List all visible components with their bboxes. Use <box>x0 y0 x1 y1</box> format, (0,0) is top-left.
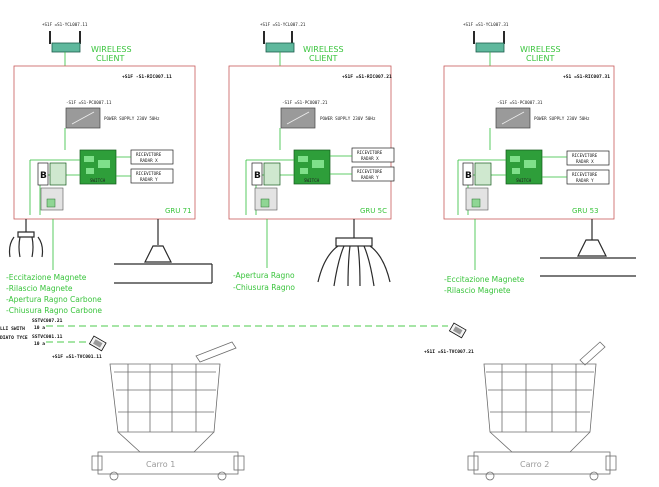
svg-text:RADAR X: RADAR X <box>361 156 379 161</box>
crane-panel-gru-53: +S1F =S1-YCL007.31 WIRELESS CLIENT +S1 =… <box>443 22 636 277</box>
power-supply-tag: -S1F =S1-PCU007.11 <box>66 100 112 105</box>
svg-text:RADAR X: RADAR X <box>576 159 594 164</box>
radar-x-receiver: RICEVITORE RADAR X <box>130 149 174 165</box>
svg-text:RICEVITORE: RICEVITORE <box>136 171 162 176</box>
svg-text:-Eccitazione Magnete: -Eccitazione Magnete <box>444 275 525 284</box>
magnet-lifter-icon <box>540 219 636 277</box>
signal-list-gru-53: -Eccitazione Magnete -Rilascio Magnete <box>444 275 525 295</box>
wireless-label-line2: CLIENT <box>96 54 124 63</box>
svg-text:B: B <box>40 171 47 181</box>
power-supply-tag: -S1F =S1-PCU007.21 <box>282 100 328 105</box>
power-supply-label: POWER SUPPLY 230V 50Hz <box>320 116 376 121</box>
plc-module-icon: B <box>462 162 492 211</box>
cart-1-name: Carro 1 <box>146 460 175 469</box>
svg-text:-Chiusura Ragno Carbone: -Chiusura Ragno Carbone <box>6 306 102 315</box>
power-supply-icon <box>280 107 316 129</box>
switch-label: SWITCH <box>516 178 532 183</box>
svg-text:RICEVITORE: RICEVITORE <box>136 152 162 157</box>
cart-1-hopper: Carro 1 <box>91 341 245 481</box>
radar-x-receiver: RICEVITORE RADAR X <box>566 150 610 166</box>
svg-text:RICEVITORE: RICEVITORE <box>357 150 383 155</box>
antenna-icon <box>49 31 81 53</box>
svg-text:-Apertura Ragno Carbone: -Apertura Ragno Carbone <box>6 295 102 304</box>
radar-y-receiver: RICEVITORE RADAR Y <box>566 169 610 185</box>
crane-rail-icon <box>114 219 213 284</box>
svg-text:-Chiusura Ragno: -Chiusura Ragno <box>233 283 295 292</box>
signal-list-gru-5c: -Apertura Ragno -Chiusura Ragno <box>233 271 295 292</box>
svg-text:B: B <box>254 171 261 181</box>
crane-name: GRU 53 <box>572 207 599 215</box>
svg-text:RICEVITORE: RICEVITORE <box>572 172 598 177</box>
svg-text:-Rilascio Magnete: -Rilascio Magnete <box>6 284 73 293</box>
wireless-label-line1: WIRELESS <box>520 45 561 54</box>
crane-panel-gru-71: +S1F =S1-YCL007.11 WIRELESS CLIENT +S1F … <box>8 22 213 284</box>
antenna-icon <box>263 31 295 53</box>
svg-text:RADAR Y: RADAR Y <box>576 178 594 183</box>
power-supply-label: POWER SUPPLY 230V 50Hz <box>104 116 160 121</box>
panel-enclosure <box>13 65 196 220</box>
switch-tag-1: SSTVC007.21 <box>32 318 63 324</box>
svg-text:-Eccitazione Magnete: -Eccitazione Magnete <box>6 273 87 282</box>
grab-bucket-icon <box>8 219 44 258</box>
panel-tag: +S1F =S1-RIC007.21 <box>342 74 392 80</box>
network-switch-icon <box>505 149 543 185</box>
panel-tag: +S1F -S1-RIC007.11 <box>122 74 172 80</box>
signal-list-gru-71: -Eccitazione Magnete -Rilascio Magnete -… <box>6 273 102 315</box>
plc-module-icon: B <box>251 162 281 211</box>
wireless-label-line2: CLIENT <box>526 54 554 63</box>
antenna-tag: +S1F =S1-YCL007.31 <box>463 22 509 27</box>
port-label-1: 10 a <box>34 325 45 331</box>
cart-1-radio-tag: +S1F =S1-TVC001.11 <box>52 354 102 360</box>
power-supply-icon <box>495 107 531 129</box>
panel-enclosure <box>228 65 392 220</box>
cart-2-radio-tag: +S1I =S1-TVC007.21 <box>424 349 474 355</box>
power-supply-tag: -S1F =S1-PCU007.31 <box>497 100 543 105</box>
svg-text:RADAR Y: RADAR Y <box>361 175 379 180</box>
network-switch-icon <box>79 149 117 185</box>
svg-text:B: B <box>465 171 472 181</box>
crane-name: GRU 5C <box>360 207 387 215</box>
svg-text:-Apertura Ragno: -Apertura Ragno <box>233 271 295 280</box>
left-label-2: DIATO TYCE <box>0 335 28 341</box>
port-label-2: 10 a <box>34 341 45 347</box>
cart-1-radio-icon <box>88 335 107 352</box>
cart-2-hopper: Carro 2 <box>467 341 617 481</box>
radar-y-receiver: RICEVITORE RADAR Y <box>351 166 395 182</box>
svg-text:-Rilascio Magnete: -Rilascio Magnete <box>444 286 511 295</box>
power-supply-icon <box>65 107 101 129</box>
crane-panel-gru-5c: +S1F =S1-YCL007.21 WIRELESS CLIENT +S1F … <box>228 22 395 287</box>
svg-text:RADAR Y: RADAR Y <box>140 177 158 182</box>
switch-label: SWITCH <box>304 178 320 183</box>
svg-text:RADAR X: RADAR X <box>140 158 158 163</box>
wireless-label-line1: WIRELESS <box>91 45 132 54</box>
network-switch-icon <box>293 149 331 185</box>
wireless-label-line2: CLIENT <box>309 54 337 63</box>
antenna-tag: +S1F =S1-YCL007.21 <box>260 22 306 27</box>
radar-x-receiver: RICEVITORE RADAR X <box>351 147 395 163</box>
antenna-icon <box>473 31 505 53</box>
spider-grab-icon <box>317 219 391 287</box>
switch-tag-2: SSTVC001.11 <box>32 334 63 340</box>
cart-2-name: Carro 2 <box>520 460 549 469</box>
power-supply-label: POWER SUPPLY 230V 50Hz <box>534 116 590 121</box>
wireless-label-line1: WIRELESS <box>303 45 344 54</box>
plc-module-icon: B <box>37 162 67 211</box>
panel-enclosure <box>443 65 615 220</box>
crane-name: GRU 71 <box>165 207 192 215</box>
panel-tag: +S1 =S1-RIC007.31 <box>563 74 610 80</box>
antenna-tag: +S1F =S1-YCL007.11 <box>42 22 88 27</box>
svg-text:RICEVITORE: RICEVITORE <box>357 169 383 174</box>
switch-label: SWITCH <box>90 178 106 183</box>
left-label-1: LLI SWITH <box>0 326 25 332</box>
cart-2-radio-icon <box>448 322 467 339</box>
left-switch-block: LLI SWITH DIATO TYCE SSTVC007.21 10 a SS… <box>0 318 63 347</box>
radar-y-receiver: RICEVITORE RADAR Y <box>130 168 174 184</box>
svg-text:RICEVITORE: RICEVITORE <box>572 153 598 158</box>
